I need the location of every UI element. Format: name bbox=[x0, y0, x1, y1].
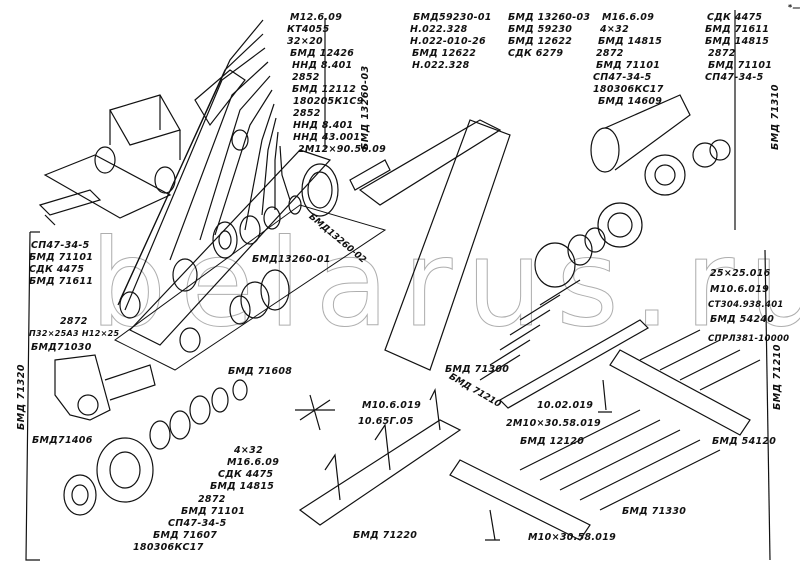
part-label: БМД13260-01 bbox=[252, 254, 331, 265]
part-label: 2872 bbox=[198, 494, 226, 505]
part-label: ННД 8.401 bbox=[292, 60, 353, 71]
part-label: БМД 71101 bbox=[596, 60, 661, 71]
part-label: СДК 6279 bbox=[508, 48, 564, 59]
part-label: БМД 71101 bbox=[708, 60, 773, 71]
part-label: БМД71030 bbox=[31, 342, 92, 353]
part-label: БМД 12622 bbox=[412, 48, 477, 59]
group-label: БМД 13260-03 bbox=[360, 65, 371, 150]
part-label: БМД59230-01 bbox=[413, 12, 492, 23]
part-label: Н.022.328 bbox=[412, 60, 470, 71]
part-label: 2М10×30.58.019 bbox=[506, 418, 601, 429]
part-label: М10.6.019 bbox=[710, 284, 770, 295]
part-label: СП47-34-5 bbox=[593, 72, 652, 83]
part-label: 4×32 bbox=[234, 445, 263, 456]
watermark: belarus.ru bbox=[89, 215, 800, 355]
part-label: БМД 71101 bbox=[29, 252, 94, 263]
part-label: БМД 14609 bbox=[598, 96, 663, 107]
part-label: БМД 71330 bbox=[622, 506, 687, 517]
part-label: СП47-34-5 bbox=[31, 240, 90, 251]
corner-mark: *— bbox=[788, 3, 800, 12]
part-label: БМД 14815 bbox=[705, 36, 770, 47]
part-label: БМД 14815 bbox=[210, 481, 275, 492]
part-label: СПРЛ381-10000 bbox=[708, 334, 790, 344]
part-label: 10.65Г.05 bbox=[358, 416, 414, 427]
part-label: П32×25А3 Н12×25 bbox=[29, 329, 120, 338]
part-label: КТ4055 bbox=[287, 24, 330, 35]
part-label: 2852 bbox=[293, 108, 321, 119]
part-label: 4×32 bbox=[600, 24, 629, 35]
part-label: 180205К1С9 bbox=[293, 96, 364, 107]
part-label: БМД71406 bbox=[32, 435, 93, 446]
part-label: БМД 59230 bbox=[508, 24, 573, 35]
part-label: М10×30.58.019 bbox=[528, 532, 617, 543]
part-label: БМД 12622 bbox=[508, 36, 573, 47]
part-label: БМД 71607 bbox=[153, 530, 218, 541]
part-label: М12.6.09 bbox=[290, 12, 343, 23]
group-label: БМД 71320 bbox=[16, 363, 27, 430]
part-label: 2852 bbox=[292, 72, 320, 83]
part-label: БМД 71300 bbox=[445, 364, 510, 375]
group-label: БМД 71210 bbox=[772, 343, 783, 410]
part-label: БМД 54240 bbox=[710, 314, 775, 325]
part-label: 25×25.016 bbox=[710, 268, 771, 279]
part-label: СДК 4475 bbox=[29, 264, 85, 275]
part-label: БМД 14815 bbox=[598, 36, 663, 47]
tractor-icon bbox=[38, 69, 249, 226]
part-label: 2872 bbox=[60, 316, 88, 327]
part-label: 2872 bbox=[708, 48, 736, 59]
part-label: М10.6.019 bbox=[362, 400, 422, 411]
group-label: БМД 71310 bbox=[770, 83, 781, 150]
part-label: ННД 8.401 bbox=[293, 120, 354, 131]
part-label: 180306КС17 bbox=[593, 84, 664, 95]
part-label: Н.022-010-26 bbox=[410, 36, 486, 47]
part-label: 10.02.019 bbox=[537, 400, 594, 411]
part-label: БМД 71101 bbox=[181, 506, 246, 517]
part-label: БМД 54120 bbox=[712, 436, 777, 447]
part-label: 2М12×90.56.09 bbox=[298, 144, 387, 155]
part-label: 2872 bbox=[596, 48, 624, 59]
part-label: БМД 13260-03 bbox=[508, 12, 591, 23]
part-label: СП47-34-5 bbox=[705, 72, 764, 83]
part-label: СДК 4475 bbox=[218, 469, 274, 480]
part-label: БМД 12120 bbox=[520, 436, 585, 447]
part-label: СДК 4475 bbox=[707, 12, 763, 23]
part-label: М16.6.09 bbox=[602, 12, 655, 23]
part-label: М16.6.09 bbox=[227, 457, 280, 468]
part-label: СП47-34-5 bbox=[168, 518, 227, 529]
part-label: БМД 71220 bbox=[353, 530, 418, 541]
part-label: БМД 71608 bbox=[228, 366, 293, 377]
part-label: БМД 12426 bbox=[290, 48, 355, 59]
part-label: ННД 43.001 bbox=[293, 132, 361, 143]
part-label: БМД 71611 bbox=[29, 276, 94, 287]
part-label: 180306КС17 bbox=[133, 542, 204, 553]
part-label: БМД 12112 bbox=[292, 84, 357, 95]
part-label: 32×20 bbox=[287, 36, 323, 47]
part-label: БМД 71611 bbox=[705, 24, 770, 35]
part-label: Н.022.328 bbox=[410, 24, 468, 35]
part-label: СТ304.938.401 bbox=[708, 300, 784, 310]
